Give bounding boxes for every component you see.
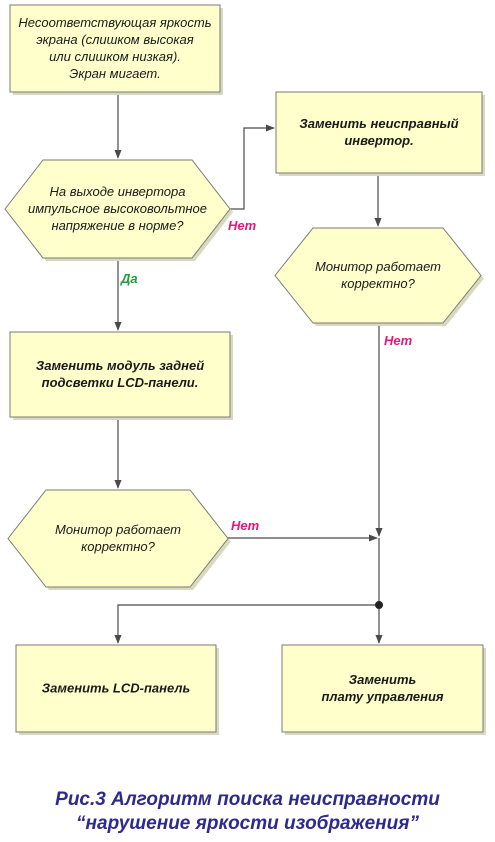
node-shape — [274, 227, 482, 324]
node-text-line: корректно? — [341, 276, 416, 291]
connectors — [114, 92, 383, 644]
edge-junction-to-lcd — [114, 604, 379, 644]
node-shape — [9, 4, 221, 93]
figure-caption: Рис.3 Алгоритм поиска неисправности “нар… — [0, 788, 495, 836]
node-text-line: Заменить LCD-панель — [42, 681, 190, 696]
node-replace-backlight: Заменить модуль задней подсветки LCD-пане… — [9, 331, 233, 420]
node-text-line: Экран мигает. — [69, 66, 160, 81]
node-text-line: Монитор работает — [315, 259, 441, 274]
node-check-monitor-left: Монитор работает корректно? — [7, 489, 231, 590]
node-shape — [9, 331, 231, 418]
node-text-line: На выходе инвертора — [50, 184, 186, 199]
node-text-line: Заменить неисправный — [299, 116, 458, 131]
node-replace-inverter: Заменить неисправный инвертор. — [275, 91, 485, 176]
node-text-line: Несоответствующая яркость — [18, 15, 211, 30]
node-text-line: Заменить — [349, 672, 417, 687]
node-shape — [7, 489, 229, 588]
node-text-line: импульсное высоковольтное — [28, 201, 207, 216]
node-text-line: Монитор работает — [55, 522, 181, 537]
node-check-monitor-right: Монитор работает корректно? — [274, 227, 484, 326]
node-replace-board: Заменить плату управления — [281, 644, 486, 735]
caption-line-1: Рис.3 Алгоритм поиска неисправности — [55, 789, 440, 810]
node-replace-lcd: Заменить LCD-панель — [15, 644, 219, 735]
node-shape — [4, 159, 231, 259]
edge-label-no-inverter: Нет — [228, 218, 257, 233]
node-start: Несоответствующая яркость экрана (слишком… — [9, 4, 223, 95]
caption-line-2: “нарушение яркости изображения” — [76, 813, 419, 834]
node-text-line: корректно? — [81, 539, 156, 554]
edge-no-to-replace-inverter — [230, 124, 275, 210]
edge-label-yes-inverter: Да — [120, 271, 138, 286]
node-text-line: Заменить модуль задней — [36, 358, 204, 373]
node-shape — [275, 91, 483, 174]
nodes: Несоответствующая яркость экрана (слишком… — [4, 4, 486, 735]
node-text-line: экрана (слишком высокая — [36, 32, 194, 47]
node-text-line: или слишком низкая). — [49, 49, 181, 64]
node-text-line: подсветки LCD-панели. — [42, 375, 199, 390]
node-shape — [15, 644, 217, 733]
edge-label-no-monitor-left: Нет — [231, 518, 260, 533]
node-shape — [281, 644, 484, 733]
node-text-line: напряжение в норме? — [51, 218, 184, 233]
node-check-inverter: На выходе инвертора импульсное высоковоль… — [4, 159, 233, 261]
edge-label-no-monitor-right: Нет — [384, 333, 413, 348]
node-text-line: плату управления — [321, 689, 443, 704]
junction-dot — [375, 601, 383, 609]
node-text-line: инвертор. — [344, 133, 413, 148]
